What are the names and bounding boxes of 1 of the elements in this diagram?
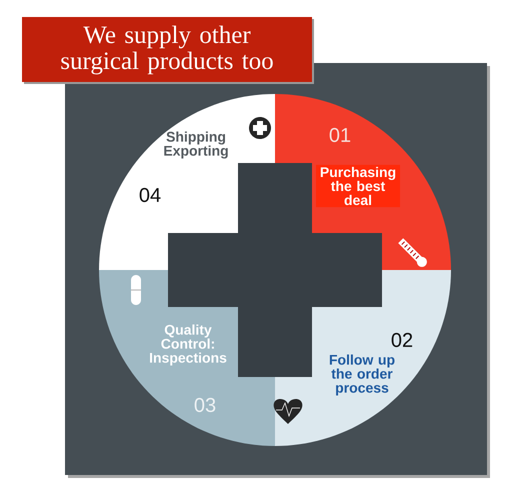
title-banner: We supply other surgical products too [22,17,314,84]
